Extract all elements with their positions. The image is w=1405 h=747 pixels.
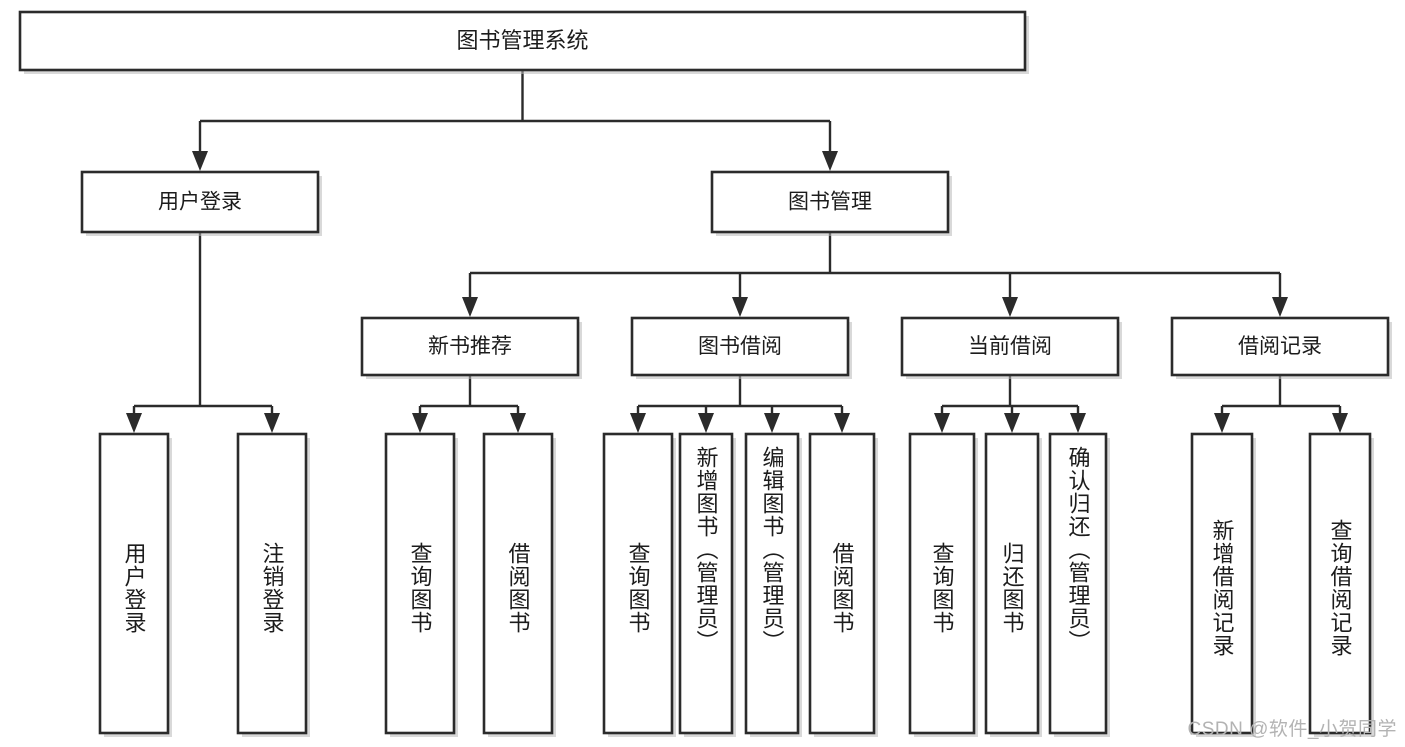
node-leaf-record-query[interactable] (1308, 432, 1372, 735)
node-leaf-borrow-borrow-book[interactable] (808, 432, 876, 735)
link-arrowhead (630, 413, 646, 433)
edges-layer (126, 70, 1348, 433)
link-arrowhead (126, 413, 142, 433)
link-arrowhead (1004, 413, 1020, 433)
node-leaf-user-login[interactable] (98, 432, 170, 735)
node-user-login[interactable] (80, 170, 320, 234)
link-arrowhead (822, 151, 838, 171)
link-arrowhead (264, 413, 280, 433)
node-current-borrow-label: 当前借阅 (968, 335, 1052, 358)
node-leaf-user-logout[interactable] (236, 432, 308, 735)
node-root-label: 图书管理系统 (456, 28, 588, 53)
link-arrowhead (764, 413, 780, 433)
link-arrowhead (934, 413, 950, 433)
node-book-borrow[interactable] (630, 316, 850, 377)
node-book-borrow-label: 图书借阅 (698, 335, 782, 358)
node-leaf-rec-borrow-book[interactable] (482, 432, 554, 735)
node-leaf-borrow-add-book[interactable] (678, 432, 734, 735)
link-arrowhead (1070, 413, 1086, 433)
node-new-book-recommend[interactable] (360, 316, 580, 377)
node-borrow-record[interactable] (1170, 316, 1390, 377)
node-leaf-record-add[interactable] (1190, 432, 1254, 735)
link-arrowhead (732, 297, 748, 317)
node-leaf-borrow-query-book[interactable] (602, 432, 674, 735)
link-arrowhead (412, 413, 428, 433)
link-arrowhead (510, 413, 526, 433)
node-user-login-label: 用户登录 (158, 191, 242, 214)
node-leaf-current-confirm-return[interactable] (1048, 432, 1108, 735)
node-new-book-recommend-label: 新书推荐 (428, 335, 512, 358)
node-current-borrow[interactable] (900, 316, 1120, 377)
node-book-manage-label: 图书管理 (788, 191, 872, 214)
node-leaf-borrow-edit-book[interactable] (744, 432, 800, 735)
link-arrowhead (462, 297, 478, 317)
link-arrowhead (1272, 297, 1288, 317)
link-arrowhead (1332, 413, 1348, 433)
watermark-text: CSDN @软件_小贺同学 (1187, 719, 1397, 740)
node-leaf-current-return-book[interactable] (984, 432, 1040, 735)
link-arrowhead (1002, 297, 1018, 317)
link-arrowhead (192, 151, 208, 171)
node-leaf-rec-query-book[interactable] (384, 432, 456, 735)
link-arrowhead (1214, 413, 1230, 433)
node-book-manage[interactable] (710, 170, 950, 234)
link-arrowhead (834, 413, 850, 433)
node-leaf-current-query-book[interactable] (908, 432, 976, 735)
boxes-layer (18, 10, 1392, 737)
node-root[interactable] (18, 10, 1027, 72)
node-borrow-record-label: 借阅记录 (1238, 335, 1322, 358)
link-arrowhead (698, 413, 714, 433)
